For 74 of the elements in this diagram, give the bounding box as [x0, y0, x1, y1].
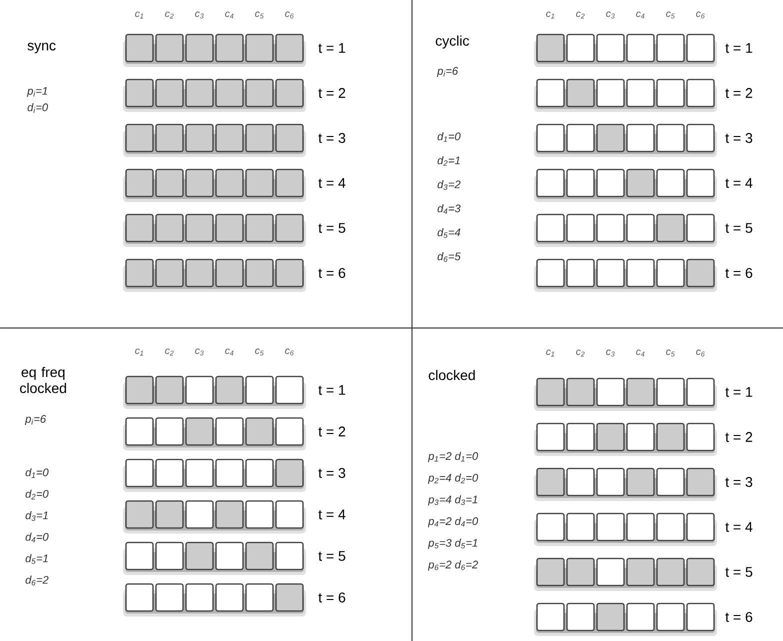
time-label: t = 2 — [318, 88, 346, 98]
column-label: c$_{1}$ — [546, 12, 554, 18]
column-label: c$_{4}$ — [636, 12, 644, 18]
time-label: t = 5 — [725, 567, 752, 577]
column-label: c$_{4}$ — [225, 348, 234, 356]
time-label: t = 3 — [318, 468, 346, 478]
parameter-label: p$_{5}$=3 d$_{5}$=1 — [428, 538, 478, 549]
time-label: t = 2 — [318, 426, 346, 436]
column-label: c$_{1}$ — [135, 12, 144, 18]
parameter-label: p$_{i}$=1 — [26, 87, 48, 97]
time-label: t = 3 — [725, 133, 752, 143]
time-label: t = 1 — [725, 43, 752, 53]
time-label: t = 6 — [318, 592, 346, 602]
parameter-label: d$_{3}$=1 — [26, 511, 48, 521]
parameter-label: p$_{3}$=4 d$_{3}$=1 — [428, 495, 478, 506]
parameter-label: d$_{1}$=0 — [26, 468, 49, 478]
time-label: t = 6 — [725, 268, 752, 278]
parameter-label: d$_{3}$=2 — [438, 180, 460, 190]
time-label: t = 1 — [318, 43, 346, 53]
column-label: c$_{5}$ — [666, 350, 675, 356]
panel-title: clocked — [428, 370, 475, 380]
column-label: c$_{3}$ — [606, 350, 615, 356]
column-label: c$_{2}$ — [576, 350, 585, 356]
column-label: c$_{6}$ — [696, 350, 705, 356]
column-label: c$_{2}$ — [576, 12, 585, 18]
column-label: c$_{1}$ — [135, 348, 144, 356]
time-label: t = 1 — [318, 385, 346, 395]
column-label: c$_{6}$ — [285, 348, 294, 356]
parameter-label: d$_{2}$=1 — [438, 156, 460, 166]
time-label: t = 2 — [725, 88, 752, 98]
parameter-label: d$_{5}$=4 — [438, 228, 460, 238]
parameter-label: d$_{4}$=3 — [438, 204, 461, 214]
parameter-label: d$_{5}$=1 — [26, 554, 48, 564]
panel-title: cyclic — [436, 35, 470, 49]
time-label: t = 5 — [725, 223, 752, 233]
parameter-label: p$_{i}$=6 — [24, 415, 46, 425]
column-label: c$_{6}$ — [285, 12, 294, 18]
column-label: c$_{5}$ — [666, 12, 675, 18]
column-label: c$_{3}$ — [195, 348, 204, 356]
time-label: t = 6 — [318, 268, 346, 278]
column-label: c$_{1}$ — [546, 350, 554, 356]
panel-title: sync — [28, 42, 56, 54]
column-label: c$_{3}$ — [606, 12, 615, 18]
parameter-label: p$_{4}$=2 d$_{4}$=0 — [428, 516, 478, 528]
time-label: t = 5 — [318, 551, 346, 561]
parameter-label: p$_{1}$=2 d$_{1}$=0 — [428, 452, 478, 462]
parameter-label: p$_{i}$=6 — [436, 67, 458, 77]
time-label: t = 1 — [725, 387, 752, 397]
column-label: c$_{5}$ — [255, 12, 264, 18]
parameter-label: d$_{6}$=2 — [26, 576, 48, 586]
column-label: c$_{4}$ — [636, 350, 644, 356]
column-label: c$_{5}$ — [255, 348, 264, 356]
parameter-label: d$_{2}$=0 — [26, 490, 49, 500]
column-label: c$_{4}$ — [225, 12, 234, 18]
time-label: t = 6 — [725, 612, 752, 622]
column-label: c$_{2}$ — [165, 12, 174, 18]
parameter-label: d$_{i}$=0 — [28, 103, 48, 113]
time-label: t = 2 — [725, 432, 752, 442]
column-label: c$_{3}$ — [195, 12, 204, 18]
column-label: c$_{2}$ — [165, 348, 174, 356]
time-label: t = 3 — [725, 477, 752, 487]
time-label: t = 4 — [318, 178, 346, 188]
time-label: t = 4 — [725, 178, 752, 188]
time-label: t = 4 — [318, 510, 346, 520]
parameter-label: d$_{4}$=0 — [26, 532, 49, 542]
column-label: c$_{6}$ — [696, 12, 705, 18]
time-label: t = 3 — [318, 133, 346, 143]
time-label: t = 4 — [725, 522, 752, 532]
parameter-label: d$_{6}$=5 — [438, 252, 461, 262]
parameter-label: d$_{1}$=0 — [438, 132, 461, 142]
time-label: t = 5 — [318, 223, 346, 233]
panel-title: eq freq clocked — [20, 366, 66, 394]
parameter-label: p$_{2}$=4 d$_{2}$=0 — [428, 474, 478, 484]
parameter-label: p$_{6}$=2 d$_{6}$=2 — [428, 560, 478, 571]
